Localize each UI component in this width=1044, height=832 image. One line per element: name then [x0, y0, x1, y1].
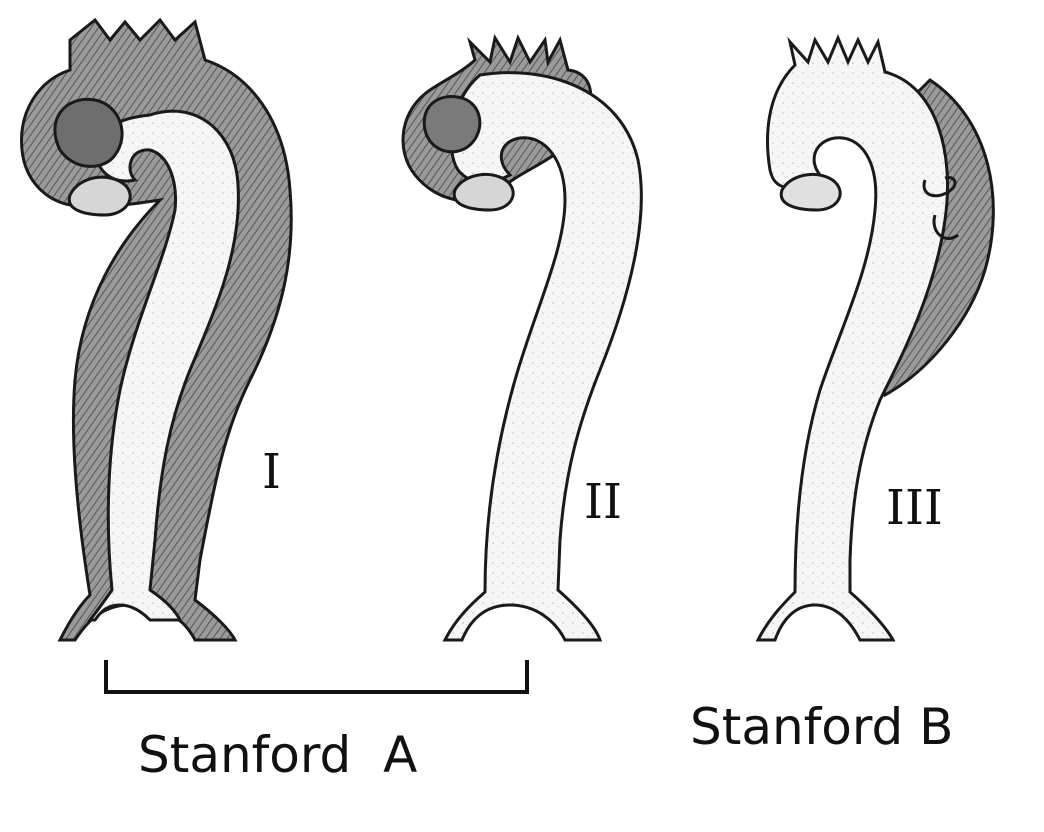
flap-type-iii	[932, 214, 959, 240]
type-i-numeral: I	[262, 444, 281, 500]
type-iii-numeral: III	[886, 480, 943, 536]
stanford-b-label: Stanford B	[690, 698, 954, 756]
aorta-type-iii	[755, 34, 995, 642]
aorta-type-i	[20, 17, 293, 642]
entry-tear-type-iii	[922, 175, 957, 198]
vessel-type-iii	[755, 34, 949, 642]
root-cusps-type-i	[53, 97, 124, 168]
root-bulge-type-iii	[779, 172, 842, 212]
root-cusps-type-ii	[422, 95, 482, 154]
stanford-a-label: Stanford A	[138, 726, 418, 784]
true-lumen-type-i	[86, 109, 240, 622]
aorta-type-ii	[401, 34, 643, 642]
stanford-a-bracket	[104, 660, 529, 694]
vessel-type-ii	[442, 71, 643, 642]
type-ii-numeral: II	[584, 474, 622, 530]
root-bulge-type-i	[67, 175, 132, 217]
root-bulge-type-ii	[452, 172, 515, 212]
